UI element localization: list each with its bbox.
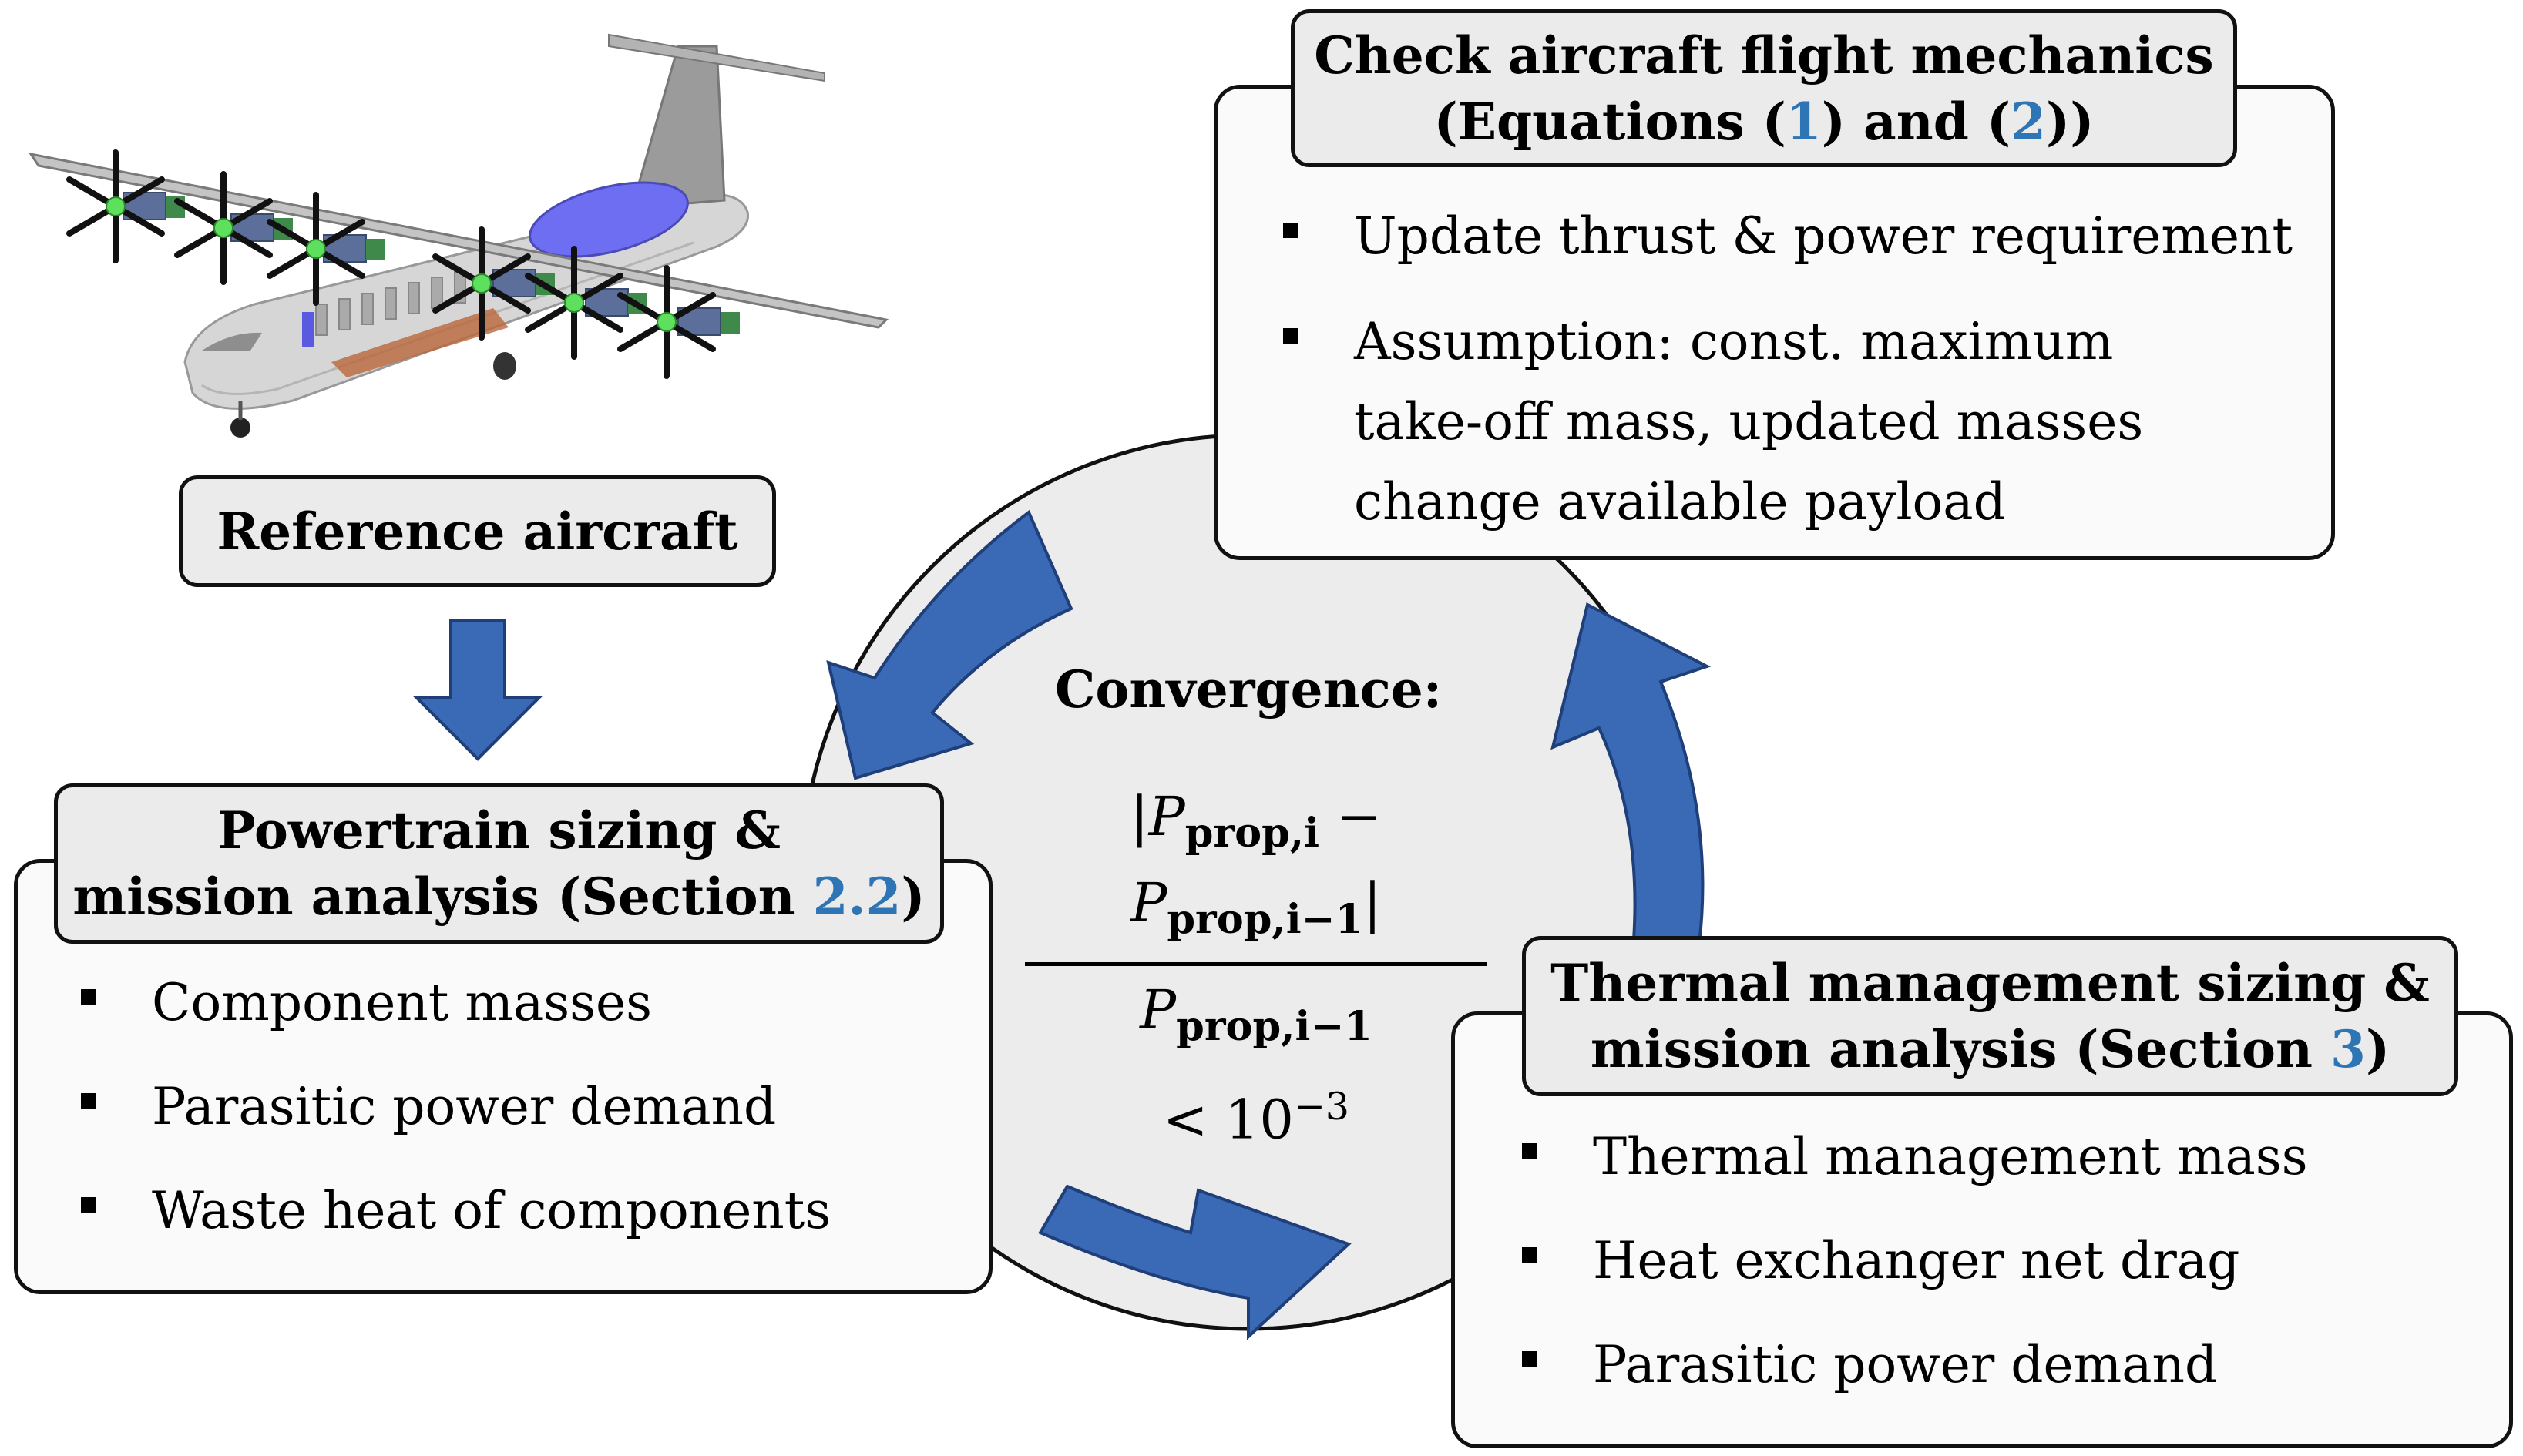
formula-denominator: Pprop,i−1 [1140, 978, 1372, 1050]
thermal-title-line2: mission analysis (Section 3) [1590, 1019, 2390, 1079]
list-item: Parasitic power demand [1522, 1325, 2308, 1405]
flight-mechanics-header: Check aircraft flight mechanics (Equatio… [1291, 9, 2237, 167]
bullet-square-icon [1522, 1351, 1537, 1367]
convergence-label: Convergence: [1054, 659, 1443, 720]
powertrain-header: Powertrain sizing & mission analysis (Se… [54, 783, 944, 944]
bullet-square-icon [81, 989, 96, 1005]
list-item-continuation: take-off mass, updated masses [1354, 392, 2144, 451]
bullet-square-icon [1522, 1247, 1537, 1263]
aircraft-icon [28, 33, 889, 438]
convergence-threshold: < 10−3 [1162, 1085, 1350, 1152]
list-item: Parasitic power demand [81, 1067, 831, 1147]
powertrain-title-line1: Powertrain sizing & [217, 800, 781, 861]
bullet-square-icon [1283, 328, 1298, 344]
powertrain-bullets: Component masses Parasitic power demand … [81, 963, 831, 1251]
arrow-thermal-to-flight [1550, 602, 1712, 946]
arrow-powertrain-to-thermal [1038, 1184, 1352, 1340]
equation-1-link[interactable]: 1 [1786, 91, 1822, 152]
section-2-2-link[interactable]: 2.2 [812, 867, 902, 927]
list-item: Assumption: const. maximum [1283, 302, 2293, 382]
thermal-bullets: Thermal management mass Heat exchanger n… [1522, 1117, 2308, 1405]
list-item-continuation: change available payload [1354, 472, 2006, 532]
bullet-square-icon [1283, 223, 1298, 238]
reference-aircraft-label: Reference aircraft [217, 501, 738, 562]
bullet-square-icon [81, 1093, 96, 1109]
fraction-bar [1025, 962, 1487, 966]
flight-mechanics-bullets: Update thrust & power requirement Assump… [1283, 196, 2293, 542]
bullet-square-icon [1522, 1143, 1537, 1159]
list-item: Waste heat of components [81, 1171, 831, 1251]
convergence-formula: |Pprop,i − Pprop,i−1| Pprop,i−1 < 10−3 [1002, 782, 1510, 1154]
thermal-title-line1: Thermal management sizing & [1550, 953, 2430, 1013]
equation-2-link[interactable]: 2 [2011, 91, 2047, 152]
powertrain-title-line2: mission analysis (Section 2.2) [72, 867, 926, 927]
list-item: Component masses [81, 963, 831, 1043]
thermal-header: Thermal management sizing & mission anal… [1522, 936, 2458, 1096]
list-item: Update thrust & power requirement [1283, 196, 2293, 277]
section-3-link[interactable]: 3 [2330, 1019, 2366, 1079]
arrow-flight-to-powertrain [826, 509, 1073, 780]
formula-numerator: |Pprop,i − Pprop,i−1| [1130, 785, 1382, 943]
list-item: Thermal management mass [1522, 1117, 2308, 1197]
bullet-square-icon [81, 1197, 96, 1213]
reference-aircraft-box: Reference aircraft [179, 475, 776, 587]
flight-mechanics-title-line2: (Equations (1) and (2)) [1433, 91, 2095, 152]
flight-mechanics-title-line1: Check aircraft flight mechanics [1314, 25, 2214, 86]
arrow-reference-to-powertrain [412, 619, 543, 761]
list-item: Heat exchanger net drag [1522, 1221, 2308, 1301]
